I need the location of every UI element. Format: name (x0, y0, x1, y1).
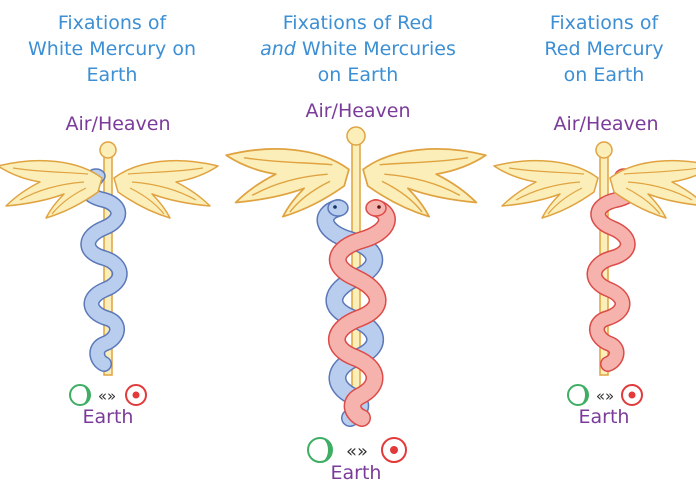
sun-icon (622, 385, 642, 405)
caduceus-left (0, 142, 218, 375)
caduceus-right (494, 142, 696, 375)
symbols-left: «» (70, 385, 146, 405)
sun-icon (126, 385, 146, 405)
symbols-middle: «» (308, 438, 406, 462)
arrows-icon: «» (98, 387, 116, 405)
symbols-right: «» (568, 385, 642, 405)
earth-label-right: Earth (554, 406, 654, 428)
arrows-icon: «» (596, 387, 614, 405)
moon-icon (70, 385, 90, 405)
arrows-icon: «» (346, 441, 368, 462)
staff-knob (100, 142, 116, 158)
earth-label-left: Earth (58, 406, 158, 428)
caduceus-middle (226, 127, 486, 418)
moon-icon (568, 385, 588, 405)
sun-icon (382, 438, 406, 462)
staff-knob (347, 127, 365, 145)
moon-icon (308, 438, 332, 462)
earth-label-middle: Earth (306, 463, 406, 483)
staff-knob (596, 142, 612, 158)
